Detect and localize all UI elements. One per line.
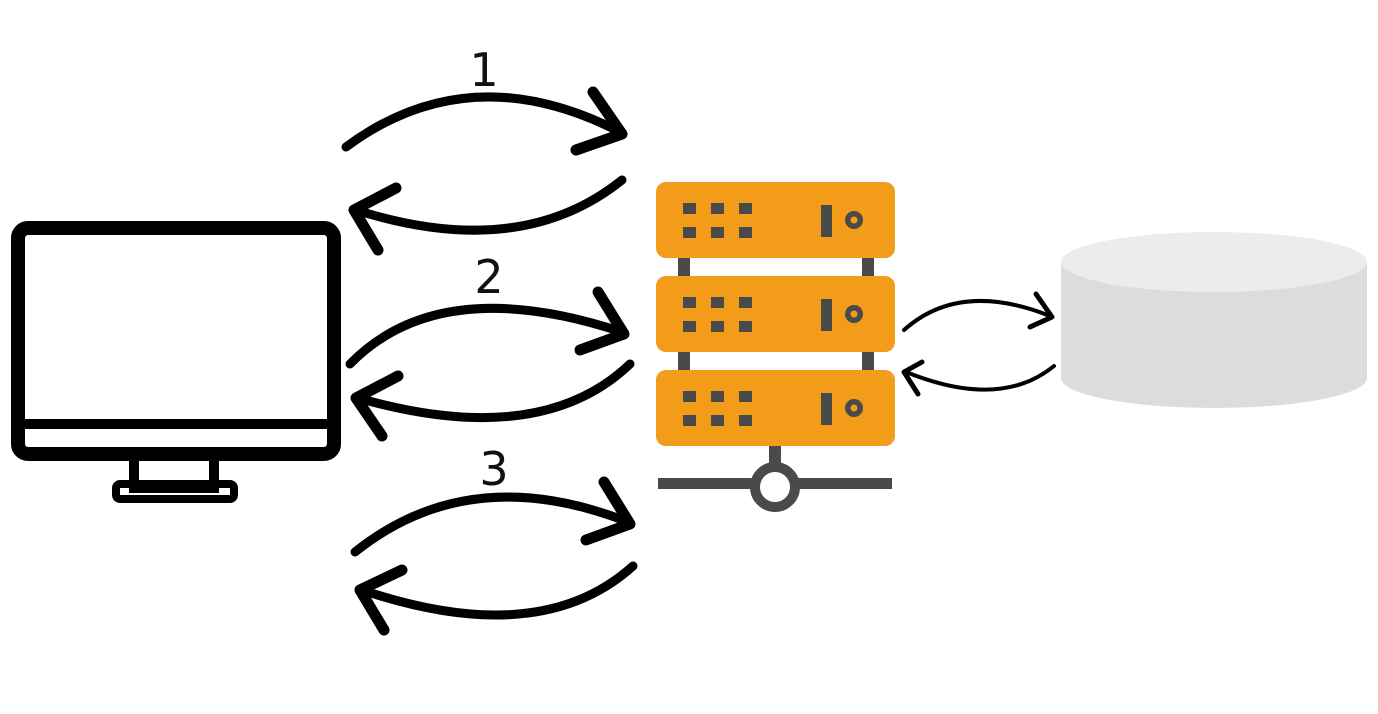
server-rack-icon: [656, 182, 895, 512]
request-arrow-1: [341, 86, 628, 156]
response-arrow-2: [350, 359, 635, 442]
response-arrow-1: [348, 175, 627, 256]
step-label-2: 2: [474, 250, 503, 304]
request-arrow-3: [350, 476, 636, 557]
server-unit-2: [656, 276, 895, 352]
request-response-arrows: [341, 86, 638, 636]
result-arrow: [901, 359, 1056, 397]
server-database-arrows: [901, 291, 1056, 397]
server-unit-1: [656, 182, 895, 258]
step-label-1: 1: [469, 43, 498, 97]
server-unit-3: [656, 370, 895, 446]
monitor-icon: [11, 221, 341, 503]
query-arrow: [902, 291, 1055, 332]
database-cylinder-icon: [1061, 232, 1367, 408]
response-arrow-3: [354, 561, 638, 636]
request-arrow-2: [345, 286, 630, 369]
step-label-3: 3: [479, 442, 508, 496]
